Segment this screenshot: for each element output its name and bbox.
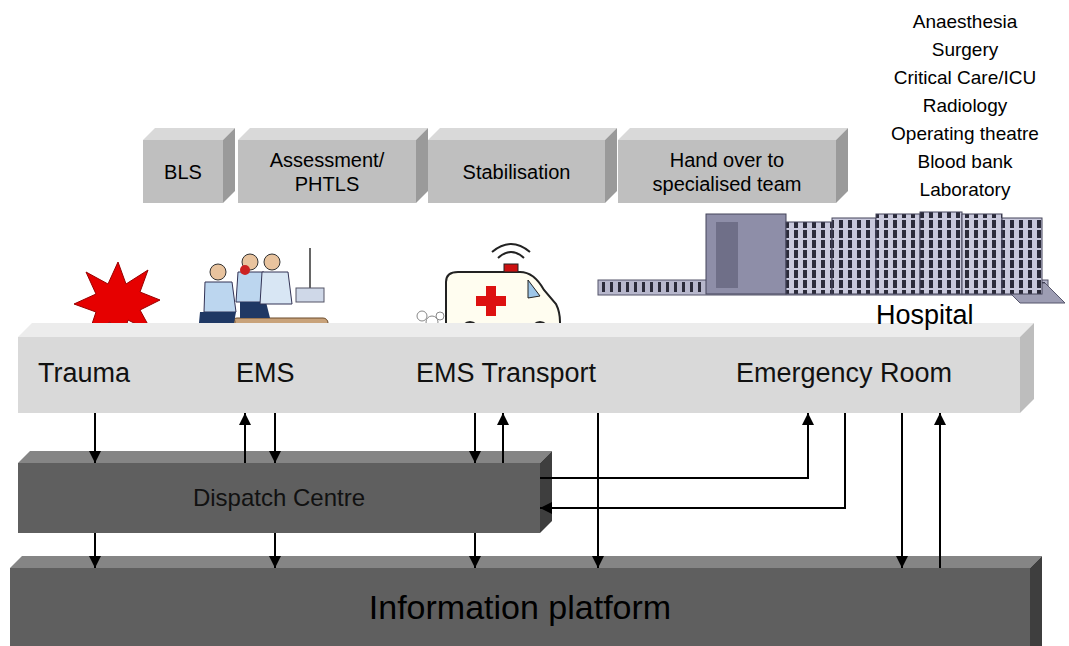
box-side-face (605, 128, 617, 203)
box-top-face (618, 128, 848, 140)
stage-label: Emergency Room (736, 357, 952, 389)
flow-arrow (94, 533, 96, 568)
department-label: Blood bank (870, 148, 1060, 176)
box-3d-face (618, 128, 848, 203)
box-top-face (18, 451, 552, 463)
flow-arrow (274, 413, 276, 463)
dispatch-box: Dispatch Centre (18, 463, 540, 533)
flow-arrow (474, 413, 476, 463)
flow-arrow (540, 413, 845, 508)
flow-arrow (597, 413, 599, 568)
stage-band: Trauma EMS EMS Transport Emergency Room (18, 337, 1020, 413)
flow-arrow (474, 533, 476, 568)
ems-crew (198, 248, 328, 334)
flow-arrow (274, 533, 276, 568)
department-label: Operating theatre (870, 120, 1060, 148)
process-box: Hand over to specialised team (618, 140, 836, 203)
box-side-face (223, 128, 235, 203)
box-side-face (416, 128, 428, 203)
department-label: Laboratory (870, 176, 1060, 204)
flow-arrow (939, 413, 941, 568)
flow-arrow (502, 413, 504, 463)
box-3d-face (238, 128, 428, 203)
stage-label: EMS (236, 357, 295, 389)
box-side-face (836, 128, 848, 203)
box-label: Stabilisation (463, 160, 571, 184)
box-3d-face (18, 323, 1034, 413)
box-top-face (428, 128, 617, 140)
department-label: Radiology (870, 92, 1060, 120)
hospital-label: Hospital (876, 300, 974, 331)
flow-arrow (244, 413, 246, 463)
box-label: Dispatch Centre (193, 484, 365, 513)
box-label: Hand over to specialised team (627, 148, 827, 196)
flow-arrow (94, 413, 96, 463)
box-top-face (143, 128, 235, 140)
department-label: Critical Care/ICU (870, 64, 1060, 92)
box-side-face (540, 451, 552, 533)
box-label: Information platform (369, 587, 671, 628)
box-top-face (238, 128, 428, 140)
box-side-face (1020, 323, 1034, 413)
flow-arrow (540, 413, 808, 478)
process-box: Assessment/ PHTLS (238, 140, 416, 203)
flow-arrow (901, 413, 903, 568)
box-3d-face (428, 128, 617, 203)
box-top-face (10, 556, 1042, 568)
box-label: BLS (164, 160, 202, 184)
box-3d-face (18, 451, 552, 533)
hospital-building (598, 212, 1065, 303)
box-side-face (1030, 556, 1042, 646)
stage-label: Trauma (38, 357, 130, 389)
box-label: Assessment/ PHTLS (262, 148, 392, 196)
process-box: BLS (143, 140, 223, 203)
box-3d-face (143, 128, 235, 203)
stage-label: EMS Transport (416, 357, 596, 389)
department-label: Surgery (870, 36, 1060, 64)
platform-bar: Information platform (10, 568, 1030, 646)
process-box: Stabilisation (428, 140, 605, 203)
department-label: Anaesthesia (870, 8, 1060, 36)
box-3d-face (10, 556, 1042, 646)
